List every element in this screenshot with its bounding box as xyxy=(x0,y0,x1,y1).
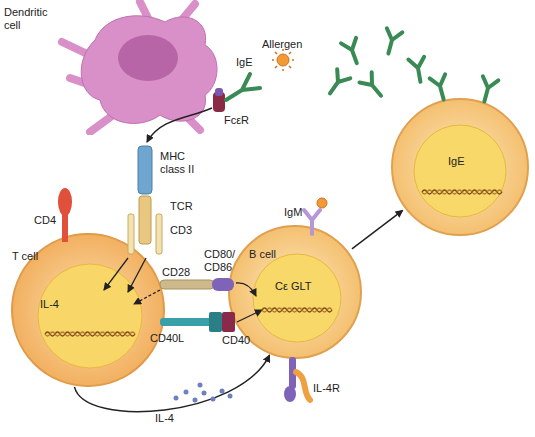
dna-strand xyxy=(422,190,502,194)
receptor-label: FcεR xyxy=(224,114,258,127)
molecule-label: TCR xyxy=(170,200,200,213)
gene-label: Cε GLT xyxy=(275,280,335,293)
molecule-label: CD40L xyxy=(150,332,188,345)
cell-label: IgE xyxy=(448,155,488,168)
molecule-label: CD28 xyxy=(162,266,194,279)
dna-strand xyxy=(45,332,135,336)
antigen-label: Allergen xyxy=(262,38,312,51)
molecule-label: CD80/ CD86 xyxy=(204,248,238,273)
gene-label: IL-4 xyxy=(40,298,80,311)
antibody-label: IgM xyxy=(284,206,310,219)
molecule-label: MHC class II xyxy=(160,150,205,175)
plasma-cell: IgE xyxy=(390,97,530,237)
dna-strand xyxy=(422,190,502,194)
molecule-label: CD40 xyxy=(222,334,252,347)
dna-strand xyxy=(262,308,332,312)
arrow-connector xyxy=(352,210,403,248)
antibody-label: IgE xyxy=(236,56,266,69)
cell-label: Dendritic cell xyxy=(4,6,64,31)
cell-label: T cell xyxy=(12,250,62,263)
t-cell: T cellIL-4 xyxy=(10,232,166,388)
receptor-label: IL-4R xyxy=(313,382,349,395)
molecule-label: CD3 xyxy=(170,224,200,237)
dna-strand xyxy=(45,332,135,336)
cell-label: B cell xyxy=(249,248,299,261)
molecule-label: CD4 xyxy=(34,214,62,227)
cytokine-label: IL-4 xyxy=(153,412,176,425)
dna-strand xyxy=(262,308,332,312)
